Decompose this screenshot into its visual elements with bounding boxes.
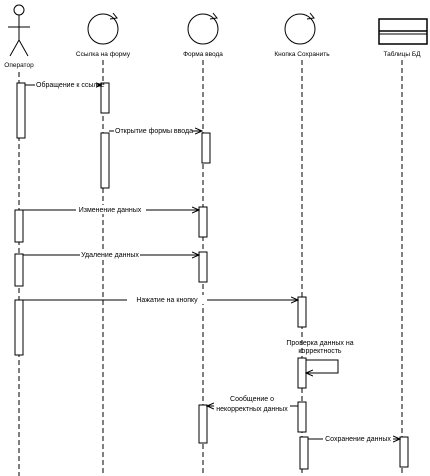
activation-bar xyxy=(399,436,409,468)
message-m2: Открытие формы ввода xyxy=(109,126,202,135)
activations xyxy=(14,82,409,470)
control-icon xyxy=(87,12,119,45)
activation-bar xyxy=(100,82,110,114)
participant-label: Форма ввода xyxy=(183,51,223,58)
message-m4: Удаление данных xyxy=(23,250,199,259)
message-m7: Сообщение о некорректных данных xyxy=(207,394,298,415)
activation-bar xyxy=(297,357,307,389)
activation-bar xyxy=(100,132,110,189)
message-label-line1: Сообщение о xyxy=(230,395,274,403)
participant-link: Ссылка на форму xyxy=(76,12,131,58)
actor-icon xyxy=(8,4,30,57)
activation-bar xyxy=(198,206,208,238)
activation-bar xyxy=(198,404,208,444)
message-m3: Изменение данных xyxy=(23,205,199,214)
message-m8: Сохранение данных xyxy=(308,434,400,443)
activation-bar xyxy=(198,251,208,283)
participant-button: Кнопка Сохранить xyxy=(274,12,330,58)
activation-bar xyxy=(201,132,211,164)
message-label: Изменение данных xyxy=(79,207,142,214)
control-icon xyxy=(284,12,316,45)
activation-bar xyxy=(297,296,307,328)
participant-label: Оператор xyxy=(4,62,34,69)
message-m6-self: Проверка данных на корректность xyxy=(286,340,354,373)
activation-bar xyxy=(14,253,24,287)
activation-bar xyxy=(16,82,26,139)
message-label: Нажатие на кнопку xyxy=(136,297,198,304)
message-label-line2: корректность xyxy=(298,348,342,355)
activation-bar xyxy=(297,401,307,433)
activation-bar xyxy=(14,209,24,243)
message-label: Сохранение данных xyxy=(325,436,391,443)
participant-db: Таблицы БД xyxy=(378,18,428,58)
message-m1: Обращение к ссылке xyxy=(25,80,105,89)
message-label-line2: некорректных данных xyxy=(216,406,288,413)
table-icon xyxy=(378,18,428,45)
message-label: Удаление данных xyxy=(81,252,139,259)
message-m5: Нажатие на кнопку xyxy=(23,295,298,304)
message-label: Обращение к ссылке xyxy=(36,81,105,89)
participant-label: Ссылка на форму xyxy=(76,51,131,58)
activation-bar xyxy=(299,436,309,470)
participant-form: Форма ввода xyxy=(183,12,223,58)
activation-bar xyxy=(14,299,24,356)
message-label-line1: Проверка данных на xyxy=(286,340,353,347)
message-arrow xyxy=(306,359,339,373)
participant-label: Кнопка Сохранить xyxy=(274,51,330,58)
participant-operator: Оператор xyxy=(4,4,34,69)
participant-label: Таблицы БД xyxy=(383,50,421,58)
control-icon xyxy=(187,12,219,45)
message-label: Открытие формы ввода xyxy=(115,128,193,135)
